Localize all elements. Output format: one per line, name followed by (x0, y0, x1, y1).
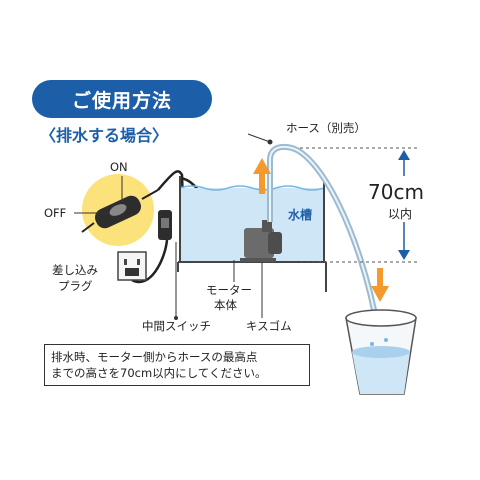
note-line2: までの高さを70cm以内にしてください。 (51, 366, 267, 380)
flow-arrow-up-icon (253, 158, 271, 194)
tank-label: 水槽 (288, 208, 313, 222)
bucket-icon (345, 309, 417, 395)
middle-switch-label: 中間スイッチ (142, 319, 211, 333)
height-value: 70cm (368, 180, 424, 204)
power-cord (157, 170, 186, 233)
wall-outlet-icon (117, 251, 147, 281)
note-line1: 排水時、モーター側からホースの最高点 (51, 350, 258, 364)
motor-label-line1: モーター (206, 283, 252, 297)
off-label: OFF (44, 206, 67, 220)
section-heading: 〈排水する場合〉 (40, 126, 169, 145)
motor-label-line2: 本体 (214, 298, 237, 312)
height-unit: 以内 (388, 207, 413, 221)
plug-label-line1: 差し込み (52, 263, 98, 277)
flow-arrow-down-icon (371, 268, 389, 302)
hose-label: ホース（別売） (286, 121, 366, 135)
motor-body-icon (240, 220, 282, 262)
plug-label-line2: プラグ (58, 279, 93, 293)
on-label: ON (110, 160, 128, 174)
onoff-switch-icon (81, 189, 159, 233)
page-title: ご使用方法 (32, 80, 212, 118)
note-box: 排水時、モーター側からホースの最高点 までの高さを70cm以内にしてください。 (44, 344, 310, 386)
suction-cup-label: キスゴム (246, 319, 292, 333)
dimension-arrow-icon (398, 150, 410, 260)
